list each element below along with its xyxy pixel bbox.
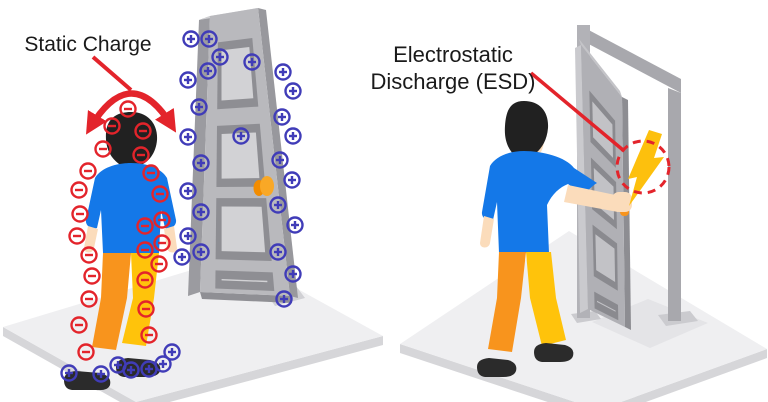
static-charge-arrow <box>86 55 177 135</box>
positive-charge-icon <box>284 82 302 100</box>
negative-charge-icon <box>70 316 88 334</box>
positive-charge-icon <box>200 30 218 48</box>
negative-charge-icon <box>142 164 160 182</box>
negative-charge-icon <box>103 117 121 135</box>
right-person-leg-orange <box>488 252 526 352</box>
right-person-shirt <box>481 151 597 253</box>
right-person <box>477 101 632 377</box>
negative-charge-icon <box>80 290 98 308</box>
positive-charge-icon <box>199 62 217 80</box>
positive-charge-icon <box>274 63 292 81</box>
right-person-left-shoe <box>477 358 517 377</box>
positive-charge-icon <box>211 48 229 66</box>
positive-charge-icon <box>192 154 210 172</box>
negative-charge-icon <box>70 181 88 199</box>
positive-charge-icon <box>179 182 197 200</box>
positive-charge-icon <box>122 361 140 379</box>
positive-charge-icon <box>284 265 302 283</box>
positive-charge-icon <box>243 53 261 71</box>
positive-charge-icon <box>271 151 289 169</box>
right-person-left-arm <box>480 216 494 248</box>
positive-charge-icon <box>154 355 172 373</box>
static-charge-arc-arrow <box>86 90 177 135</box>
static-charge-label: Static Charge <box>24 33 151 56</box>
negative-charge-icon <box>136 217 154 235</box>
positive-charge-icon <box>173 248 191 266</box>
negative-charge-icon <box>134 122 152 140</box>
positive-door-charges-layer <box>173 30 304 308</box>
negative-charge-icon <box>68 227 86 245</box>
negative-charge-icon <box>94 140 112 158</box>
right-person-leg-yellow <box>526 252 566 346</box>
negative-charge-icon <box>80 246 98 264</box>
esd-highlight-circle <box>615 139 671 195</box>
positive-charge-icon <box>163 343 181 361</box>
left-person-right-arm <box>164 226 177 253</box>
positive-charge-icon <box>283 171 301 189</box>
negative-charge-icon <box>136 241 154 259</box>
positive-charge-icon <box>273 108 291 126</box>
right-person-right-shoe <box>534 343 574 362</box>
positive-charge-icon <box>179 227 197 245</box>
negative-charge-icon <box>150 255 168 273</box>
positive-charge-icon <box>92 365 110 383</box>
right-person-forearm <box>564 185 620 212</box>
lightning-bolt-icon <box>628 130 664 206</box>
positive-charge-icon <box>182 30 200 48</box>
positive-charge-icon <box>179 128 197 146</box>
positive-charge-icon <box>60 364 78 382</box>
negative-charge-icon <box>151 185 169 203</box>
positive-floor-charges-layer <box>60 343 181 383</box>
positive-charge-icon <box>192 243 210 261</box>
positive-charge-icon <box>284 127 302 145</box>
positive-charge-icon <box>269 196 287 214</box>
esd-label-line1: Electrostatic <box>393 42 513 67</box>
negative-charge-icon <box>119 100 137 118</box>
negative-charge-icon <box>71 205 89 223</box>
left-door-panels <box>215 38 275 291</box>
left-person-left-arm <box>84 226 98 253</box>
esd-annotation <box>529 71 671 206</box>
negative-charge-icon <box>137 300 155 318</box>
negative-charge-icon <box>140 326 158 344</box>
negative-charge-icon <box>83 267 101 285</box>
left-door-handle-icon <box>253 176 274 196</box>
negative-charge-icon <box>153 234 171 252</box>
positive-charge-icon <box>232 127 250 145</box>
positive-charge-icon <box>192 203 210 221</box>
positive-charge-icon <box>269 243 287 261</box>
negative-charge-icon <box>136 271 154 289</box>
right-person-hand <box>612 192 632 212</box>
left-scene: Static Charge <box>3 8 383 402</box>
left-person-shirt <box>85 163 177 253</box>
esd-label-line2: Discharge (ESD) <box>370 69 535 94</box>
right-scene: Electrostatic Discharge (ESD) <box>370 25 767 402</box>
positive-charge-icon <box>190 98 208 116</box>
esd-leader-line <box>529 71 625 152</box>
positive-charge-icon <box>275 290 293 308</box>
negative-charge-icon <box>79 162 97 180</box>
left-person-leg-yellow <box>122 253 159 346</box>
negative-charge-icon <box>132 146 150 164</box>
positive-charge-icon <box>286 216 304 234</box>
negative-charge-icon <box>77 343 95 361</box>
negative-charge-icon <box>153 211 171 229</box>
right-person-hair <box>504 101 549 156</box>
negative-charges-layer <box>68 100 171 361</box>
left-person-leg-orange <box>92 253 131 350</box>
static-charge-leader-line <box>91 55 133 92</box>
positive-charge-icon <box>179 71 197 89</box>
